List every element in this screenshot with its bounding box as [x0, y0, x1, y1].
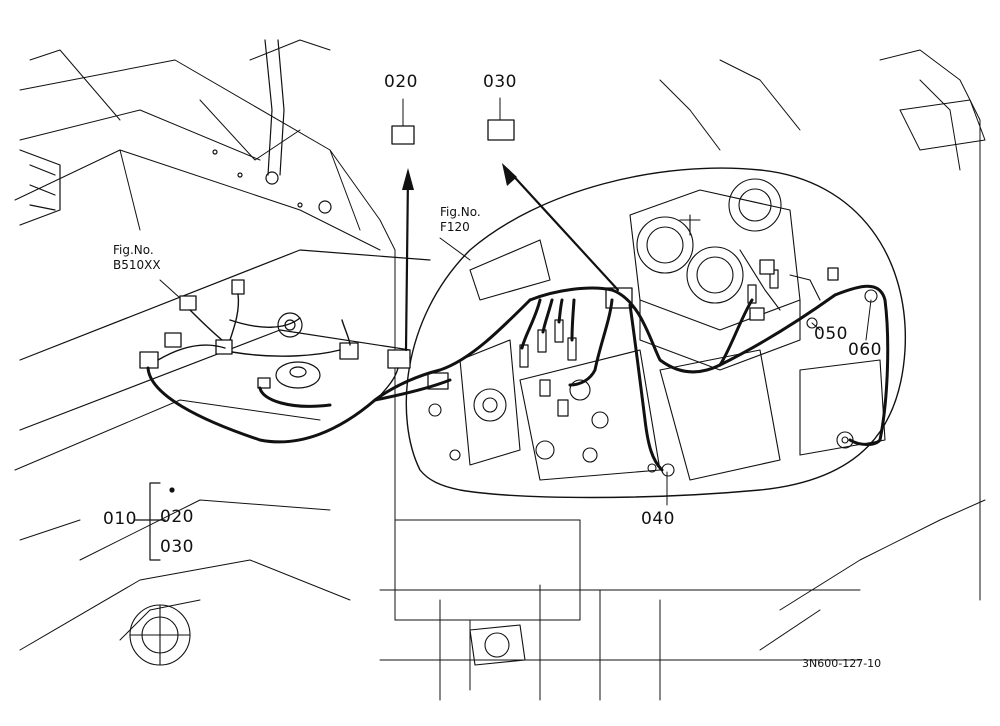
fig-ref-number: F120: [440, 220, 470, 234]
part-label-050: 050: [814, 324, 848, 344]
machine-body-outline: [14, 39, 986, 701]
secondary-wires: [157, 293, 399, 399]
fig-ref-title: Fig.No.: [440, 205, 481, 219]
detail-view-bubble: [405, 167, 907, 499]
alternator-sketch: [129, 604, 526, 666]
part-label-060: 060: [848, 340, 882, 360]
group-label-030: 030: [160, 537, 194, 557]
drawing-code: 3N600-127-10: [802, 657, 882, 670]
main-wiring-harness: [146, 284, 890, 472]
harness-connectors: [139, 119, 839, 390]
part-label-020: 020: [384, 72, 418, 92]
group-label-020: 020: [160, 507, 194, 527]
fig-ref-f120: Fig.No. F120: [440, 206, 481, 233]
fig-ref-b510xx: Fig.No. B510XX: [113, 244, 161, 271]
group-bracket: [134, 482, 175, 561]
fig-ref-number: B510XX: [113, 258, 161, 272]
part-label-040: 040: [641, 509, 675, 529]
leader-arrows: [404, 168, 620, 352]
arrow-heads: [402, 163, 517, 190]
part-leader-lines: [159, 97, 872, 506]
left-panel-outline: [19, 39, 431, 431]
group-label-010: 010: [103, 509, 137, 529]
fig-ref-title: Fig.No.: [113, 243, 154, 257]
part-label-030: 030: [483, 72, 517, 92]
